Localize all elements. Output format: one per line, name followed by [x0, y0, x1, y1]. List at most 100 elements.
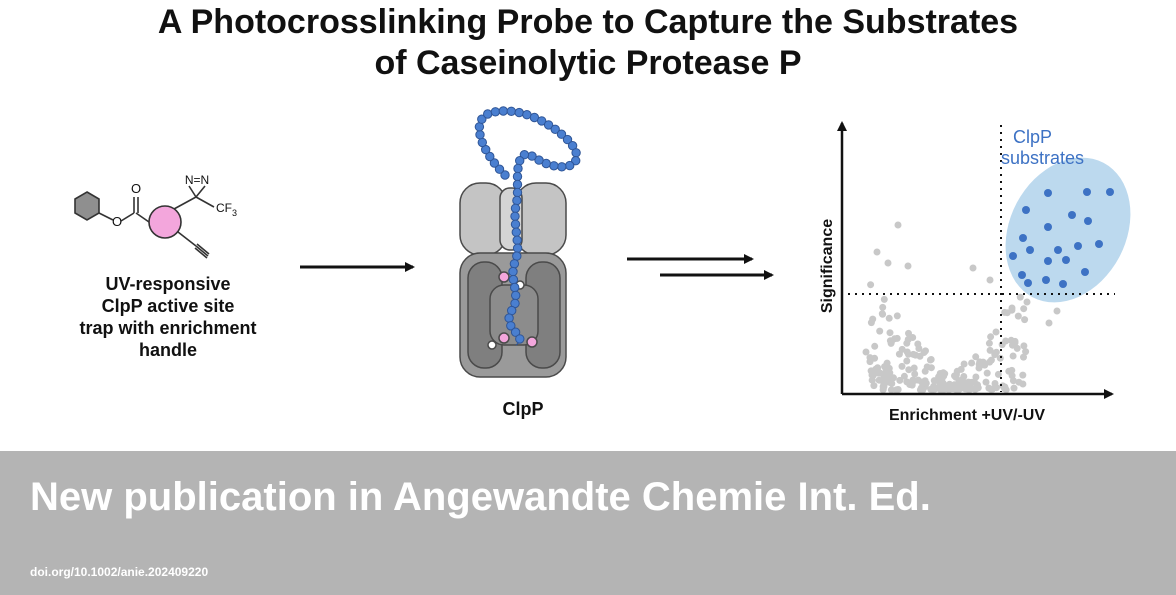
background-point — [905, 329, 912, 337]
background-point — [986, 276, 994, 284]
background-point — [911, 370, 919, 378]
background-point — [905, 366, 913, 374]
atom-diazirine: N=N — [185, 173, 209, 187]
background-point — [967, 378, 975, 386]
background-point — [867, 281, 875, 289]
footer-banner — [0, 451, 1176, 595]
bead — [571, 156, 581, 166]
background-point — [994, 370, 1002, 378]
background-point — [957, 365, 965, 373]
background-point — [926, 356, 934, 364]
background-point — [893, 312, 901, 320]
substrate-point — [1081, 268, 1089, 276]
doi-link[interactable]: doi.org/10.1002/anie.202409220 — [30, 565, 209, 579]
probe-core-icon — [148, 205, 182, 239]
background-point — [868, 376, 876, 384]
bead — [510, 203, 521, 214]
substrate-highlight — [1005, 157, 1131, 303]
bead — [483, 109, 493, 119]
background-point — [870, 382, 878, 390]
bead — [512, 251, 522, 261]
background-point — [921, 367, 929, 375]
bead — [549, 161, 559, 171]
bead — [512, 235, 522, 245]
bead — [475, 130, 485, 140]
substrate-point — [1019, 234, 1027, 242]
background-point — [982, 378, 990, 386]
bead — [515, 156, 525, 166]
background-point — [914, 340, 922, 348]
bead — [512, 171, 523, 182]
substrate-point — [1054, 246, 1062, 254]
bead — [506, 321, 516, 331]
background-point — [903, 339, 911, 347]
bead — [506, 106, 516, 117]
substrate-point — [1044, 189, 1052, 197]
background-point — [888, 380, 896, 387]
background-point — [871, 342, 879, 350]
bead — [485, 151, 495, 162]
background-point — [1020, 342, 1028, 350]
background-point — [981, 361, 989, 369]
atom-o-ester: O — [112, 214, 122, 229]
substrate-point — [1084, 217, 1092, 225]
atom-o-carbonyl: O — [131, 181, 141, 196]
title-line-1: A Photocrosslinking Probe to Capture the… — [157, 3, 1019, 41]
background-point — [898, 345, 906, 353]
bead — [509, 259, 520, 269]
background-point — [927, 385, 935, 393]
bead — [571, 148, 581, 158]
bead — [514, 107, 524, 118]
background-point — [1002, 337, 1010, 345]
background-point — [986, 346, 994, 354]
background-point — [869, 315, 877, 323]
background-point — [940, 384, 948, 392]
atom-cf3: CF3 — [216, 201, 237, 218]
bead — [511, 290, 521, 301]
background-point — [878, 310, 886, 318]
bead — [510, 282, 520, 293]
probe-caption-line-3: trap with enrichment — [79, 318, 256, 338]
background-point — [1019, 371, 1027, 379]
background-point — [884, 259, 892, 267]
background-point — [893, 386, 901, 394]
x-axis-label: Enrichment +UV/-UV — [889, 407, 1045, 424]
bead — [534, 155, 544, 165]
bead — [512, 195, 522, 206]
background-point — [880, 295, 888, 303]
graphical-abstract: O O N=N CF3 UV-responsive ClpP active si… — [74, 106, 1131, 424]
background-point — [1009, 352, 1017, 360]
background-point — [975, 360, 983, 368]
substrate-point — [1018, 271, 1026, 279]
background-point — [1021, 316, 1029, 324]
background-point — [922, 347, 929, 355]
background-point — [996, 354, 1004, 362]
background-point — [904, 350, 912, 358]
background-point — [972, 353, 980, 361]
probe-caption-line-2: ClpP active site — [102, 296, 235, 316]
bead — [513, 163, 523, 174]
volcano-plot: Enrichment +UV/-UV Significance ClpP sub… — [819, 121, 1131, 424]
background-point — [900, 372, 908, 380]
background-point — [992, 328, 1000, 336]
background-point — [884, 373, 892, 381]
bead — [490, 107, 501, 117]
background-point — [1001, 308, 1009, 316]
substrate-chain-icon — [474, 106, 581, 346]
background-point — [879, 303, 887, 311]
bead — [510, 219, 521, 230]
bead — [512, 187, 523, 198]
substrate-point — [1068, 211, 1076, 219]
background-point — [1005, 367, 1013, 375]
background-point — [1045, 319, 1053, 327]
background-point — [987, 333, 995, 341]
background-point — [960, 360, 968, 368]
background-point — [969, 264, 977, 272]
background-point — [937, 378, 945, 386]
background-point — [989, 385, 996, 393]
probe-structure — [74, 185, 215, 259]
phenyl-icon — [74, 191, 100, 221]
background-point — [958, 376, 966, 384]
background-point — [1010, 384, 1018, 392]
probe-caption-line-4: handle — [139, 340, 197, 360]
